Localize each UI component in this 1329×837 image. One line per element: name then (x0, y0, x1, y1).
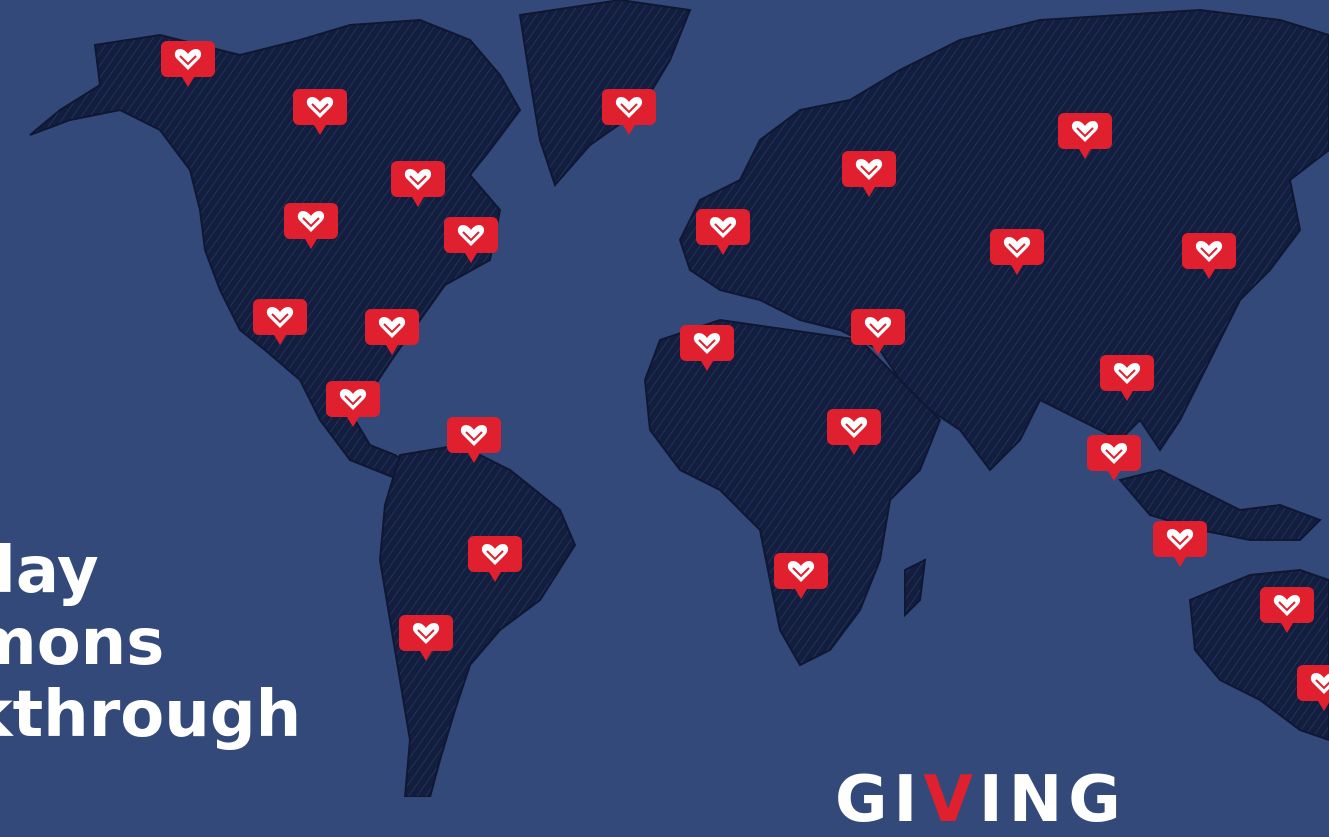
madagascar (904, 558, 927, 618)
headline-line: mons (0, 606, 165, 680)
map-pin-canada-north[interactable] (292, 88, 348, 136)
heart-pin-icon (774, 553, 828, 599)
heart-pin-icon (680, 325, 734, 371)
heart-pin-icon (1297, 665, 1329, 711)
map-pin-australia-east[interactable] (1296, 664, 1329, 712)
heart-pin-icon (284, 203, 338, 249)
map-pin-india[interactable] (1099, 354, 1155, 402)
brand-logo: GIVING (835, 768, 1127, 832)
headline-line: day (0, 534, 99, 608)
heart-pin-icon (602, 89, 656, 135)
africa (643, 318, 942, 667)
heart-pin-icon (827, 409, 881, 455)
map-pin-greenland[interactable] (601, 88, 657, 136)
map-pin-angola[interactable] (773, 552, 829, 600)
map-pin-kazakhstan[interactable] (989, 228, 1045, 276)
heart-pin-icon (161, 41, 215, 87)
heart-pin-icon (399, 615, 453, 661)
map-pin-china-north[interactable] (1181, 232, 1237, 280)
heart-pin-icon (990, 229, 1044, 275)
heart-pin-icon (851, 309, 905, 355)
heart-pin-icon (1100, 355, 1154, 401)
heart-pin-icon (696, 209, 750, 255)
map-pin-australia-north[interactable] (1259, 586, 1315, 634)
map-pin-mexico[interactable] (325, 380, 381, 428)
heart-pin-icon (1260, 587, 1314, 633)
map-pin-chile[interactable] (398, 614, 454, 662)
map-pin-usa-west[interactable] (252, 298, 308, 346)
heart-pin-icon (1087, 435, 1141, 481)
map-pin-quebec[interactable] (443, 216, 499, 264)
heart-pin-icon (326, 381, 380, 427)
headline: day mons kthrough (0, 535, 301, 751)
headline-line: kthrough (0, 678, 302, 752)
map-pin-usa-east[interactable] (364, 308, 420, 356)
heart-pin-icon (444, 217, 498, 263)
map-pin-brazil[interactable] (467, 535, 523, 583)
map-pin-uk[interactable] (695, 208, 751, 256)
north-america (29, 18, 522, 482)
heart-pin-icon (391, 161, 445, 207)
map-pin-venezuela[interactable] (446, 416, 502, 464)
heart-pin-icon (1153, 521, 1207, 567)
south-america (378, 443, 577, 797)
map-pin-hudson-bay[interactable] (390, 160, 446, 208)
heart-pin-icon (842, 151, 896, 197)
map-pin-alaska[interactable] (160, 40, 216, 88)
map-pin-thailand[interactable] (1086, 434, 1142, 482)
map-pin-spain-morocco[interactable] (679, 324, 735, 372)
map-pin-sudan[interactable] (826, 408, 882, 456)
heart-pin-icon (1058, 113, 1112, 159)
brand-text-pre: GI (835, 763, 924, 837)
map-pin-russia-west[interactable] (841, 150, 897, 198)
heart-pin-icon (365, 309, 419, 355)
brand-text-accent: V (923, 763, 979, 837)
heart-pin-icon (468, 536, 522, 582)
brand-text-post: ING (978, 763, 1127, 837)
heart-pin-icon (447, 417, 501, 463)
map-pin-russia-east[interactable] (1057, 112, 1113, 160)
map-pin-canada-west[interactable] (283, 202, 339, 250)
map-pin-indonesia[interactable] (1152, 520, 1208, 568)
heart-pin-icon (1182, 233, 1236, 279)
heart-pin-icon (293, 89, 347, 135)
map-pin-turkey[interactable] (850, 308, 906, 356)
heart-pin-icon (253, 299, 307, 345)
